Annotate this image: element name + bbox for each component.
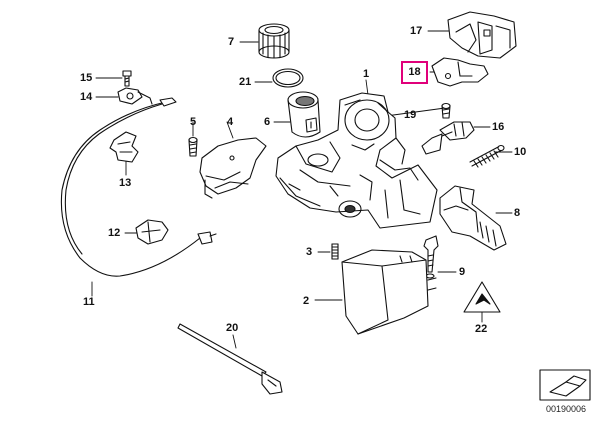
callout-17: 17: [410, 25, 423, 37]
switch-16: [421, 121, 475, 155]
warning-label-22: [463, 281, 501, 313]
spring-rod-10: [469, 144, 505, 168]
callout-21: 21: [239, 76, 252, 88]
callout-6: 6: [264, 116, 271, 128]
callout-20: 20: [226, 322, 239, 334]
reference-icon: [539, 369, 591, 401]
callout-14: 14: [80, 91, 93, 103]
shroud-4: [199, 137, 267, 199]
callout-13: 13: [119, 177, 132, 189]
cable-holder-13: [109, 131, 139, 163]
cable-tie-20: [177, 323, 283, 395]
cable-clip-14: [117, 87, 153, 105]
callout-1: 1: [363, 68, 370, 80]
callout-19: 19: [404, 109, 417, 121]
bolt-15: [122, 70, 132, 87]
callout-10: 10: [514, 146, 527, 158]
cable-holder-12: [135, 219, 169, 245]
callout-2: 2: [303, 295, 310, 307]
callout-22: 22: [475, 323, 488, 335]
callout-8: 8: [514, 207, 521, 219]
bracket-plate-18: [431, 57, 489, 87]
leader-lines: [91, 30, 513, 349]
o-ring-21: [272, 68, 304, 88]
callout-5: 5: [190, 116, 197, 128]
callout-16: 16: [492, 121, 505, 133]
callout-12: 12: [108, 227, 121, 239]
lock-cylinder-6: [287, 91, 321, 138]
highlighted-callout-18[interactable]: 18: [401, 61, 428, 84]
needle-bearing-7: [258, 23, 290, 59]
callout-7: 7: [228, 36, 235, 48]
screw-19: [441, 102, 451, 119]
diagram-reference-number: 00190006: [546, 404, 587, 414]
callout-18-label: 18: [408, 66, 421, 78]
bracket-8: [439, 185, 507, 251]
callout-11: 11: [83, 296, 95, 308]
callout-4: 4: [227, 116, 234, 128]
screw-5: [188, 136, 198, 157]
callout-9: 9: [459, 266, 466, 278]
control-unit-2: [341, 249, 437, 335]
callout-15: 15: [80, 72, 93, 84]
spring-3: [331, 243, 339, 260]
callout-3: 3: [306, 246, 313, 258]
switch-cover-17: [447, 11, 517, 59]
bowden-cable-11: [60, 97, 217, 277]
steering-lock-housing-1: [275, 92, 438, 229]
